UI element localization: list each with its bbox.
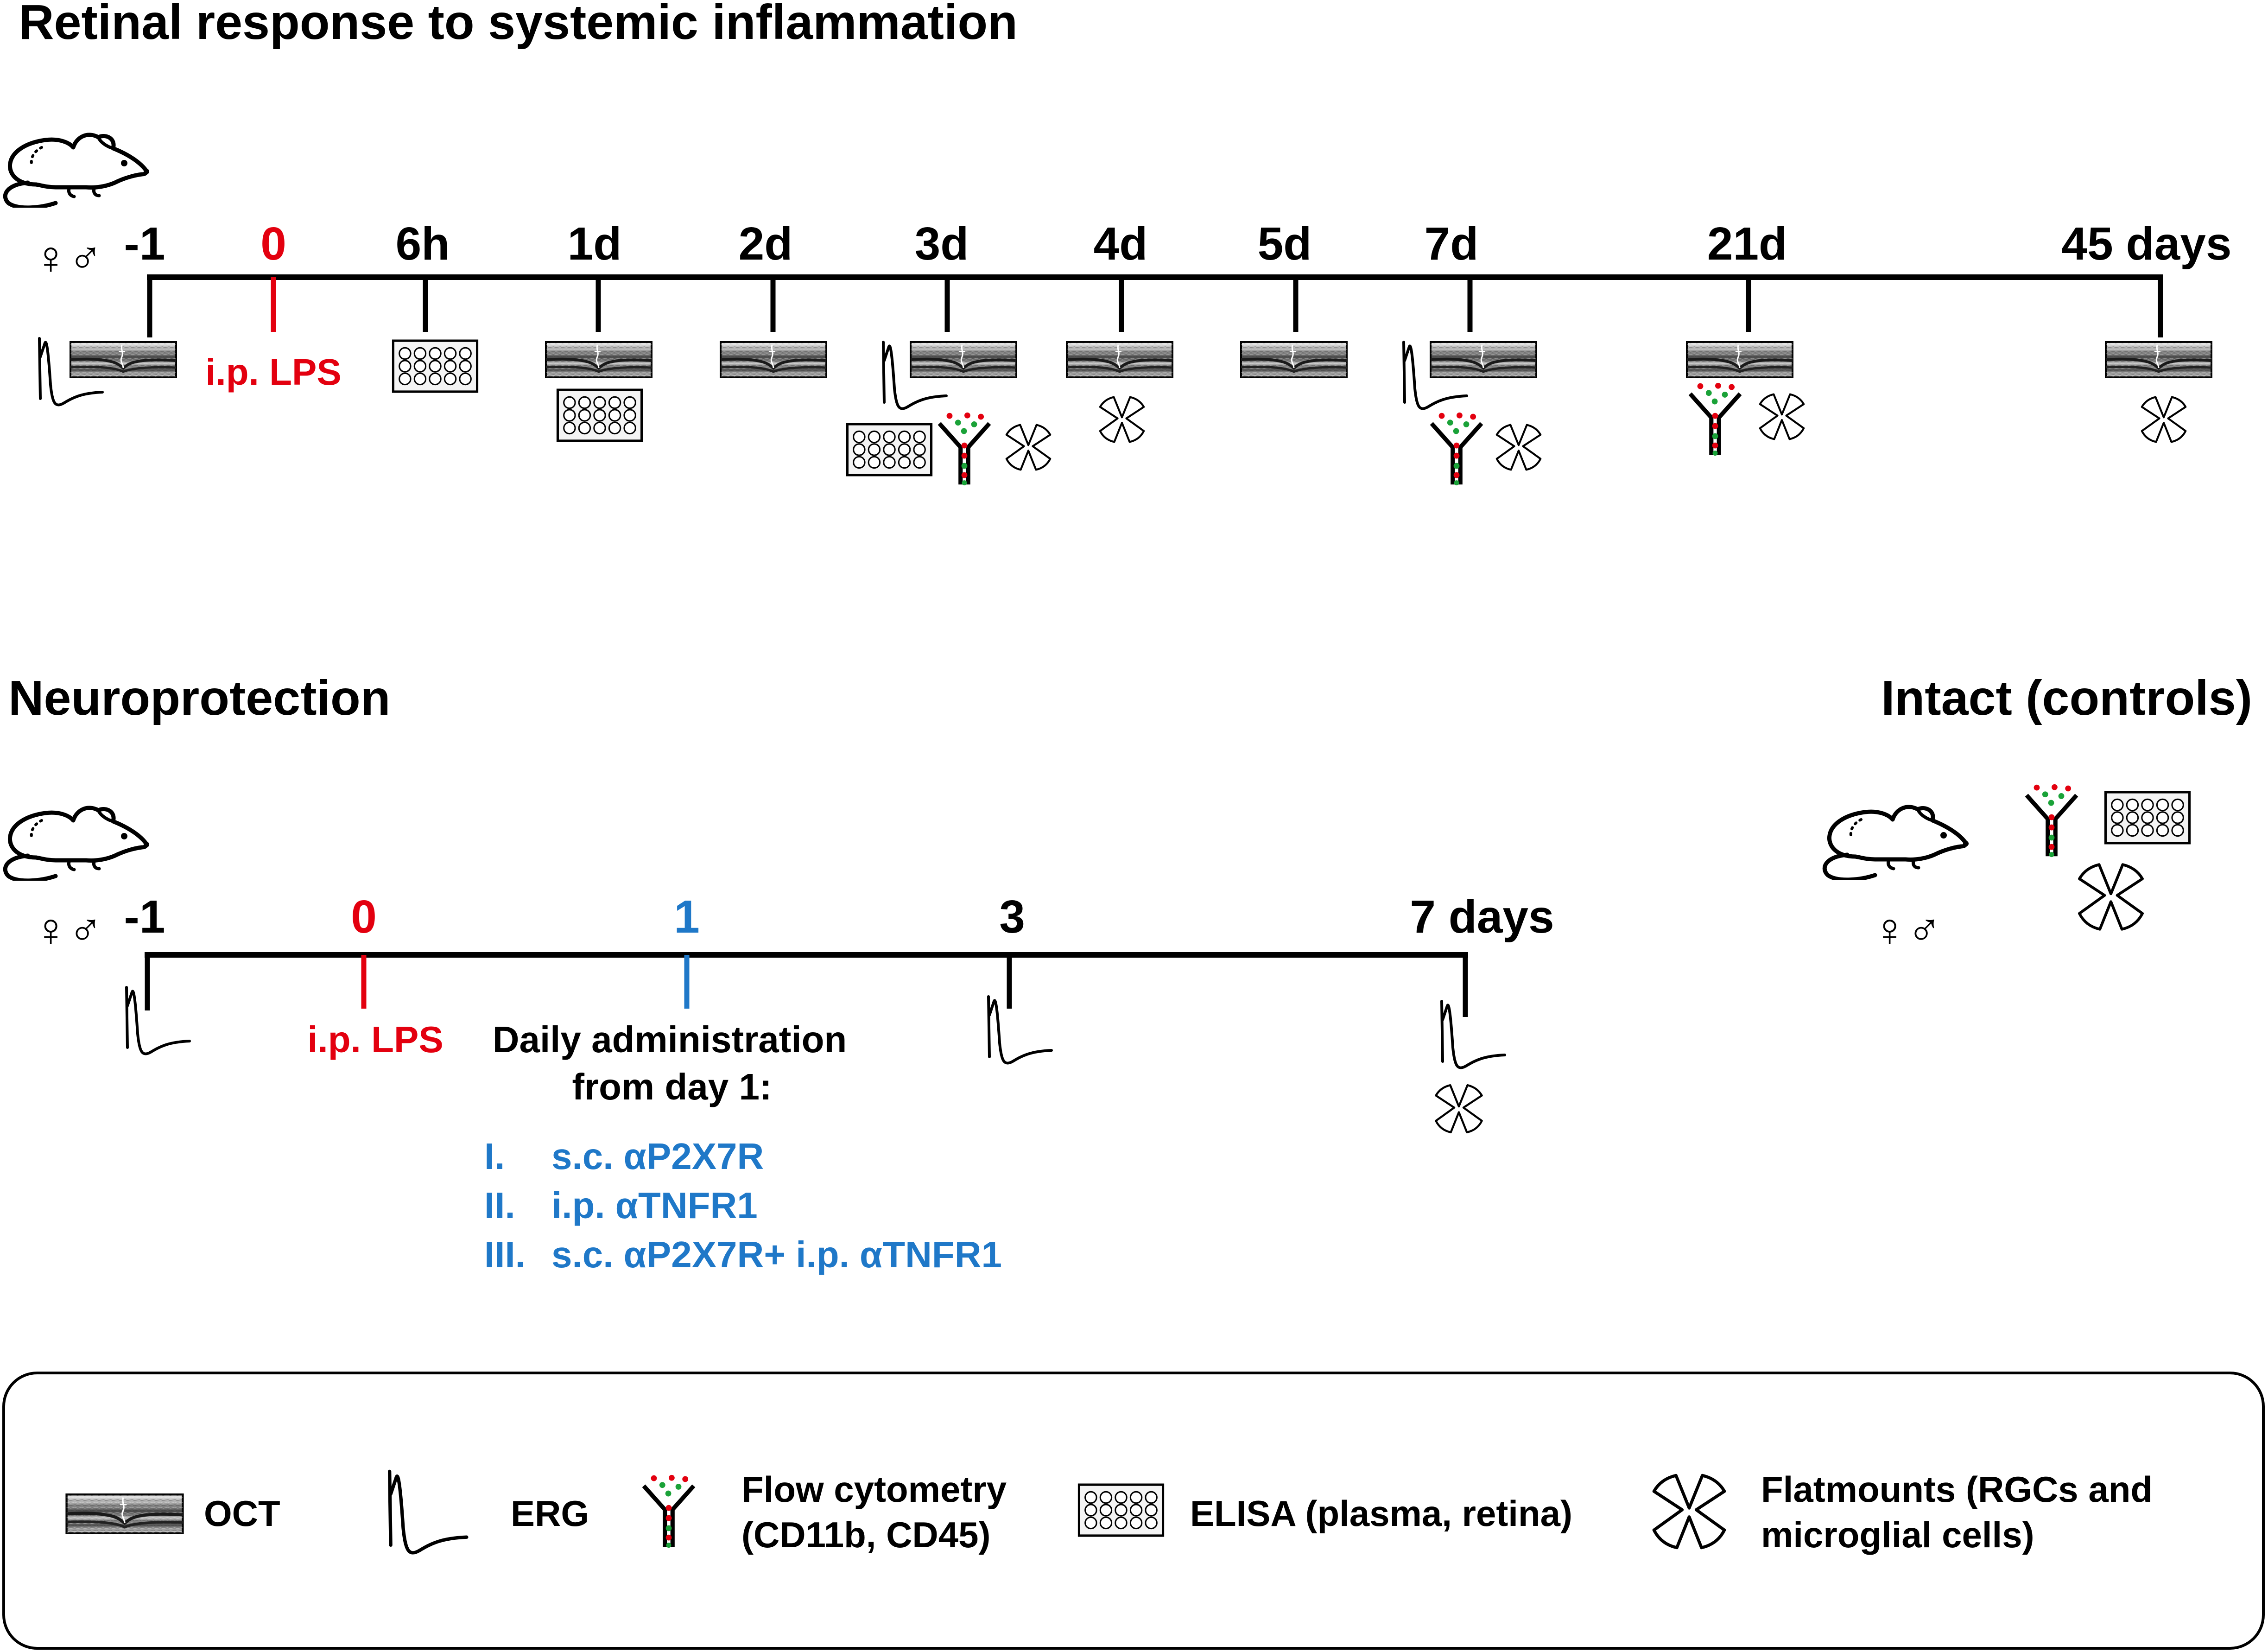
flatmount-icon: [1100, 394, 1144, 442]
oct-icon: [721, 342, 826, 377]
tick-label: 6h: [396, 218, 450, 270]
oct-icon: [1067, 342, 1172, 377]
tick-label: 7 days: [1410, 891, 1554, 943]
tick-label: 2d: [739, 218, 793, 270]
tick-label-lps: 0: [260, 218, 286, 270]
elisa-icon: [847, 424, 931, 475]
oct-icon: [1431, 342, 1536, 377]
tick-label-treatment: 1: [674, 891, 700, 943]
flatmount-icon: [1760, 392, 1804, 439]
title-neuroprotection: Neuroprotection: [8, 671, 390, 725]
lps-label: i.p. LPS: [205, 351, 341, 393]
section-controls: Intact (controls) ♀♂: [1825, 671, 2252, 956]
treatment-text: s.c. αP2X7R+ i.p. αTNFR1: [551, 1234, 1002, 1275]
legend-flatmount-label-2: microglial cells): [1761, 1514, 2034, 1555]
sex-symbols: ♀♂: [33, 232, 103, 284]
tick-label: 21d: [1707, 218, 1787, 270]
legend-elisa-label: ELISA (plasma, retina): [1190, 1493, 1572, 1534]
legend-flatmount-label-1: Flatmounts (RGCs and: [1761, 1469, 2153, 1510]
tick-label: 4d: [1094, 218, 1148, 270]
tick-label: 45 days: [2062, 218, 2232, 270]
title-controls: Intact (controls): [1881, 671, 2252, 725]
oct-icon: [1241, 342, 1347, 377]
flatmount-icon: [1436, 1083, 1482, 1132]
erg-icon: [1442, 1001, 1505, 1068]
timeline-ticks: [147, 274, 2163, 337]
erg-icon: [988, 997, 1052, 1063]
flatmount-icon: [1497, 422, 1540, 470]
sex-symbols: ♀♂: [33, 904, 103, 956]
lps-label: i.p. LPS: [307, 1019, 443, 1060]
tick-label: 5d: [1258, 218, 1312, 270]
flatmount-icon: [1007, 422, 1050, 470]
title-retinal: Retinal response to systemic inflammatio…: [19, 0, 1018, 50]
legend-erg-label: ERG: [511, 1493, 589, 1534]
mouse-icon: [5, 808, 149, 881]
legend-oct-label: OCT: [204, 1493, 280, 1534]
section-retinal-response: Retinal response to systemic inflammatio…: [5, 0, 2231, 485]
treatment-text: s.c. αP2X7R: [551, 1136, 764, 1177]
elisa-icon: [1079, 1485, 1163, 1536]
administration-line-2: from day 1:: [572, 1066, 772, 1107]
flow-cytometry-icon: [1432, 413, 1482, 485]
treatment-number: III.: [484, 1234, 526, 1275]
flatmount-icon: [2142, 394, 2186, 442]
flow-cytometry-icon: [2027, 784, 2077, 857]
oct-icon: [2106, 342, 2211, 377]
elisa-icon: [393, 341, 477, 392]
mouse-icon: [1825, 807, 1969, 880]
flow-cytometry-icon: [1690, 383, 1740, 456]
tick-label: -1: [124, 218, 165, 270]
elisa-icon: [557, 390, 641, 441]
treatment-number: I.: [484, 1136, 505, 1177]
section-neuroprotection: Neuroprotection ♀♂ -1 0 1 3 7 days i.p. …: [5, 671, 1554, 1275]
oct-icon: [911, 342, 1016, 377]
elisa-icon: [2105, 792, 2189, 843]
timeline-tick-labels: -1 0 6h 1d 2d 3d 4d 5d 7d 21d 45 days: [124, 218, 2232, 270]
legend-flow-label-2: (CD11b, CD45): [741, 1514, 990, 1555]
oct-icon: [70, 342, 176, 377]
erg-icon: [127, 987, 190, 1054]
mouse-icon: [5, 135, 149, 208]
treatment-text: i.p. αTNFR1: [551, 1185, 758, 1226]
sex-symbols: ♀♂: [1872, 904, 1942, 956]
flatmount-icon: [2079, 861, 2142, 929]
oct-icon: [546, 342, 652, 377]
tick-label: 7d: [1425, 218, 1479, 270]
administration-line-1: Daily administration: [493, 1019, 847, 1060]
treatment-number: II.: [484, 1185, 515, 1226]
tick-label: -1: [124, 891, 165, 943]
oct-icon: [1687, 342, 1793, 377]
tick-label: 1d: [568, 218, 622, 270]
legend-flow-label-1: Flow cytometry: [741, 1469, 1007, 1510]
tick-label: 3d: [915, 218, 969, 270]
flow-cytometry-icon: [939, 413, 989, 485]
legend: OCT ERG Flow cytometry (CD11b, CD45) ELI…: [2, 1372, 2265, 1650]
treatment-list: I. s.c. αP2X7R II. i.p. αTNFR1 III. s.c.…: [484, 1136, 1002, 1275]
tick-label: 3: [999, 891, 1025, 943]
tick-label-lps: 0: [351, 891, 377, 943]
oct-icon: [67, 1494, 183, 1533]
